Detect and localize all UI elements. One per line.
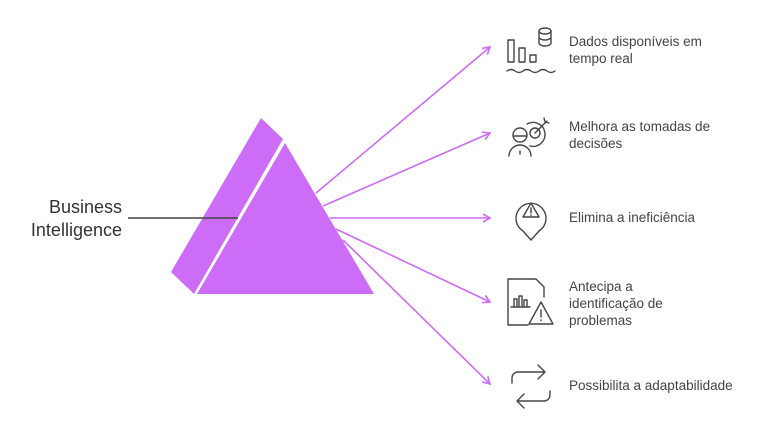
arrow-5 [342, 239, 492, 386]
prism-front-face [197, 143, 374, 294]
label-line: decisões [569, 136, 623, 151]
label-line: Dados disponíveis em [569, 34, 702, 49]
label-line: tempo real [569, 51, 633, 66]
item-label: Dados disponíveis em tempo real [569, 33, 769, 67]
data-database-icon [506, 27, 556, 74]
label-line: Antecipa a [569, 279, 633, 294]
exchange-arrows-icon [511, 364, 551, 409]
decision-target-icon [508, 117, 550, 157]
label-line: problemas [569, 313, 633, 328]
report-warning-icon [507, 278, 554, 326]
label-line: Possibilita a adaptabilidade [569, 378, 733, 393]
arrow-1 [315, 45, 492, 194]
title-line: Business [48, 197, 122, 217]
item-label: Elimina a ineficiência [569, 209, 769, 226]
item-label: Possibilita a adaptabilidade [569, 377, 769, 394]
label-line: identificação de [569, 296, 663, 311]
prism-back-face [171, 118, 283, 294]
label-line: Elimina a ineficiência [569, 210, 696, 225]
warning-pin-icon [515, 202, 547, 241]
item-label: Melhora as tomadas de decisões [569, 118, 769, 152]
item-label: Antecipa a identificação de problemas [569, 278, 769, 329]
arrow-2 [322, 131, 492, 207]
label-line: Melhora as tomadas de [569, 119, 711, 134]
title-line: Intelligence [30, 220, 122, 240]
arrow-4 [335, 228, 492, 304]
